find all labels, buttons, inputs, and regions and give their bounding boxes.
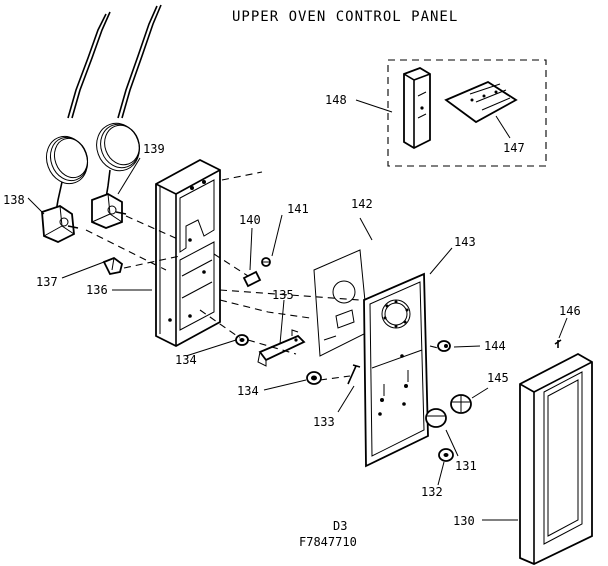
knob-145 [450,394,472,414]
label-143: 143 [454,235,476,249]
knob-skirt-132 [438,448,454,462]
knob-131 [425,408,447,428]
label-134-lower: 134 [237,384,259,398]
control-panel-143 [363,272,429,468]
thermostat-capillary-tubes [67,4,162,119]
part-number-labels: 138 139 137 136 134 134 135 140 141 142 … [3,93,581,528]
screw-133 [347,364,361,385]
knob-shaft-137 [102,256,124,276]
label-136: 136 [86,283,108,297]
spacer-134-upper [235,334,249,346]
spring-clip-140 [242,270,262,288]
label-137: 137 [36,275,58,289]
label-148: 148 [325,93,347,107]
label-140: 140 [239,213,261,227]
label-135: 135 [272,288,294,302]
label-147: 147 [503,141,525,155]
capillary-coil-left [45,135,89,213]
label-139: 139 [143,142,165,156]
spacer-134-lower [306,371,322,385]
label-131: 131 [455,459,477,473]
label-133: 133 [313,415,335,429]
trim-frame-130 [519,352,593,565]
bracket-148 [403,67,431,150]
bracket-135 [257,329,306,367]
figure-number: F7847710 [299,535,357,549]
label-130: 130 [453,514,475,528]
mounting-bracket-136 [155,158,221,348]
inset-detail-box [387,59,547,167]
label-144: 144 [484,339,506,353]
screw-146 [554,339,562,348]
label-141: 141 [287,202,309,216]
knob-144 [437,340,451,352]
trim-plate-147 [444,80,518,124]
label-142: 142 [351,197,373,211]
thermostat-139 [91,193,127,229]
label-145: 145 [487,371,509,385]
label-146: 146 [559,304,581,318]
capillary-coil-right [96,122,140,199]
leader-lines [27,99,568,521]
thermostat-138 [41,205,79,243]
diagram-title: UPPER OVEN CONTROL PANEL [232,9,458,25]
figure-code: D3 [333,519,347,533]
label-138: 138 [3,193,25,207]
label-132: 132 [421,485,443,499]
label-134-upper: 134 [175,353,197,367]
overlay-label-142 [313,249,369,357]
screw-141 [261,257,271,267]
